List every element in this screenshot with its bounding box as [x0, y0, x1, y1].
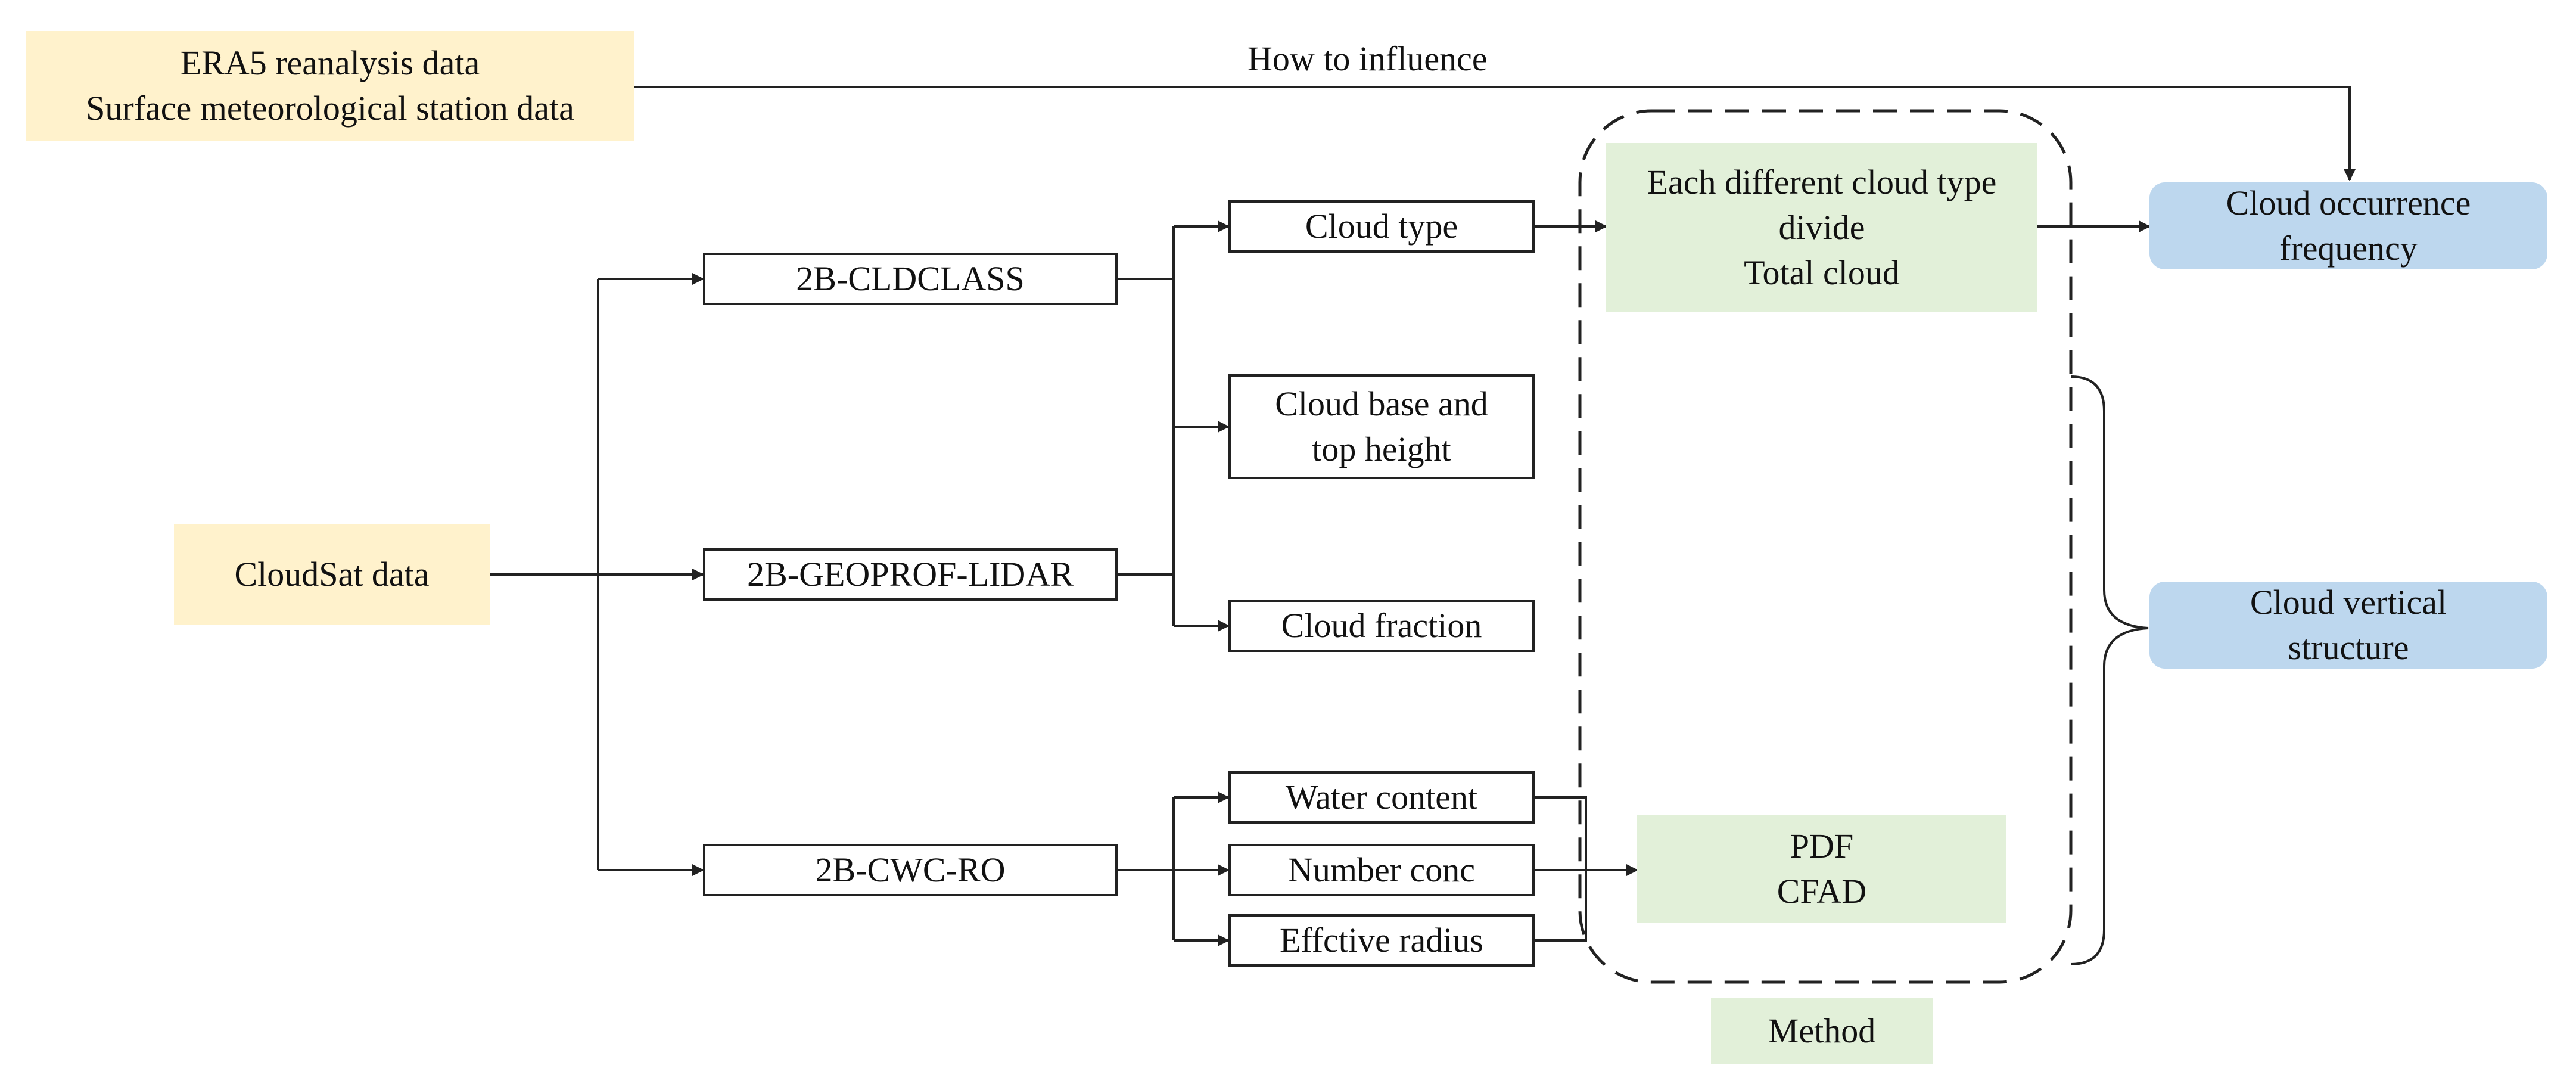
cloud-fraction-box: Cloud fraction	[1228, 600, 1535, 652]
water-content-label: Water content	[1285, 778, 1478, 816]
cloud-occurrence-line-1: Cloud occurrence	[2226, 184, 2471, 222]
cloudsat-data-box: CloudSat data	[174, 524, 490, 625]
external-data-box: ERA5 reanalysis data Surface meteorologi…	[26, 31, 634, 141]
effective-radius-box: Effctive radius	[1228, 914, 1535, 967]
cldclass-label: 2B-CLDCLASS	[796, 259, 1025, 298]
number-conc-box: Number conc	[1228, 844, 1535, 896]
influence-label: How to influence	[1247, 39, 1488, 78]
cloud-occurrence-box: Cloud occurrence frequency	[2149, 182, 2547, 269]
external-data-line-1: ERA5 reanalysis data	[180, 44, 480, 82]
influence-arrow	[634, 86, 2356, 181]
cloud-type-box: Cloud type	[1228, 200, 1535, 253]
cloud-occurrence-line-2: frequency	[2279, 229, 2418, 268]
pdf-label: PDF	[1790, 827, 1854, 865]
number-conc-label: Number conc	[1287, 850, 1476, 889]
cfad-label: CFAD	[1777, 872, 1867, 911]
cloudsat-data-label: CloudSat data	[234, 555, 430, 594]
cloud-type-method-line-3: Total cloud	[1744, 253, 1900, 292]
geoprof-lidar-box: 2B-GEOPROF-LIDAR	[703, 548, 1118, 601]
cwc-ro-box: 2B-CWC-RO	[703, 844, 1118, 896]
vertical-structure-brace	[2070, 375, 2149, 965]
cloud-base-top-line-2: top height	[1312, 430, 1451, 468]
cloud-fraction-label: Cloud fraction	[1281, 606, 1482, 645]
cloud-base-top-box: Cloud base and top height	[1228, 374, 1535, 479]
cloud-base-top-line-1: Cloud base and	[1275, 384, 1488, 423]
cloud-type-label: Cloud type	[1305, 207, 1458, 246]
effective-radius-label: Effctive radius	[1280, 921, 1483, 959]
pdf-cfad-method-box: PDF CFAD	[1637, 815, 2006, 923]
cloud-vertical-line-2: structure	[2288, 628, 2409, 667]
geoprof-lidar-label: 2B-GEOPROF-LIDAR	[747, 555, 1074, 594]
cwc-ro-label: 2B-CWC-RO	[815, 850, 1006, 889]
method-dashed-region	[1578, 109, 2073, 984]
cloud-type-method-line-2: divide	[1778, 208, 1865, 247]
method-caption-box: Method	[1711, 998, 1933, 1064]
cloud-vertical-structure-box: Cloud vertical structure	[2149, 582, 2547, 669]
cldclass-box: 2B-CLDCLASS	[703, 253, 1118, 305]
cloud-type-method-box: Each different cloud type divide Total c…	[1606, 143, 2037, 312]
water-content-to-method-line	[1535, 796, 1587, 870]
cloud-type-method-line-1: Each different cloud type	[1647, 163, 1997, 201]
water-content-box: Water content	[1228, 771, 1535, 824]
effective-radius-to-method-line	[1535, 870, 1587, 942]
cloud-vertical-line-1: Cloud vertical	[2250, 583, 2447, 622]
external-data-line-2: Surface meteorological station data	[86, 89, 574, 128]
method-caption: Method	[1768, 1011, 1876, 1050]
